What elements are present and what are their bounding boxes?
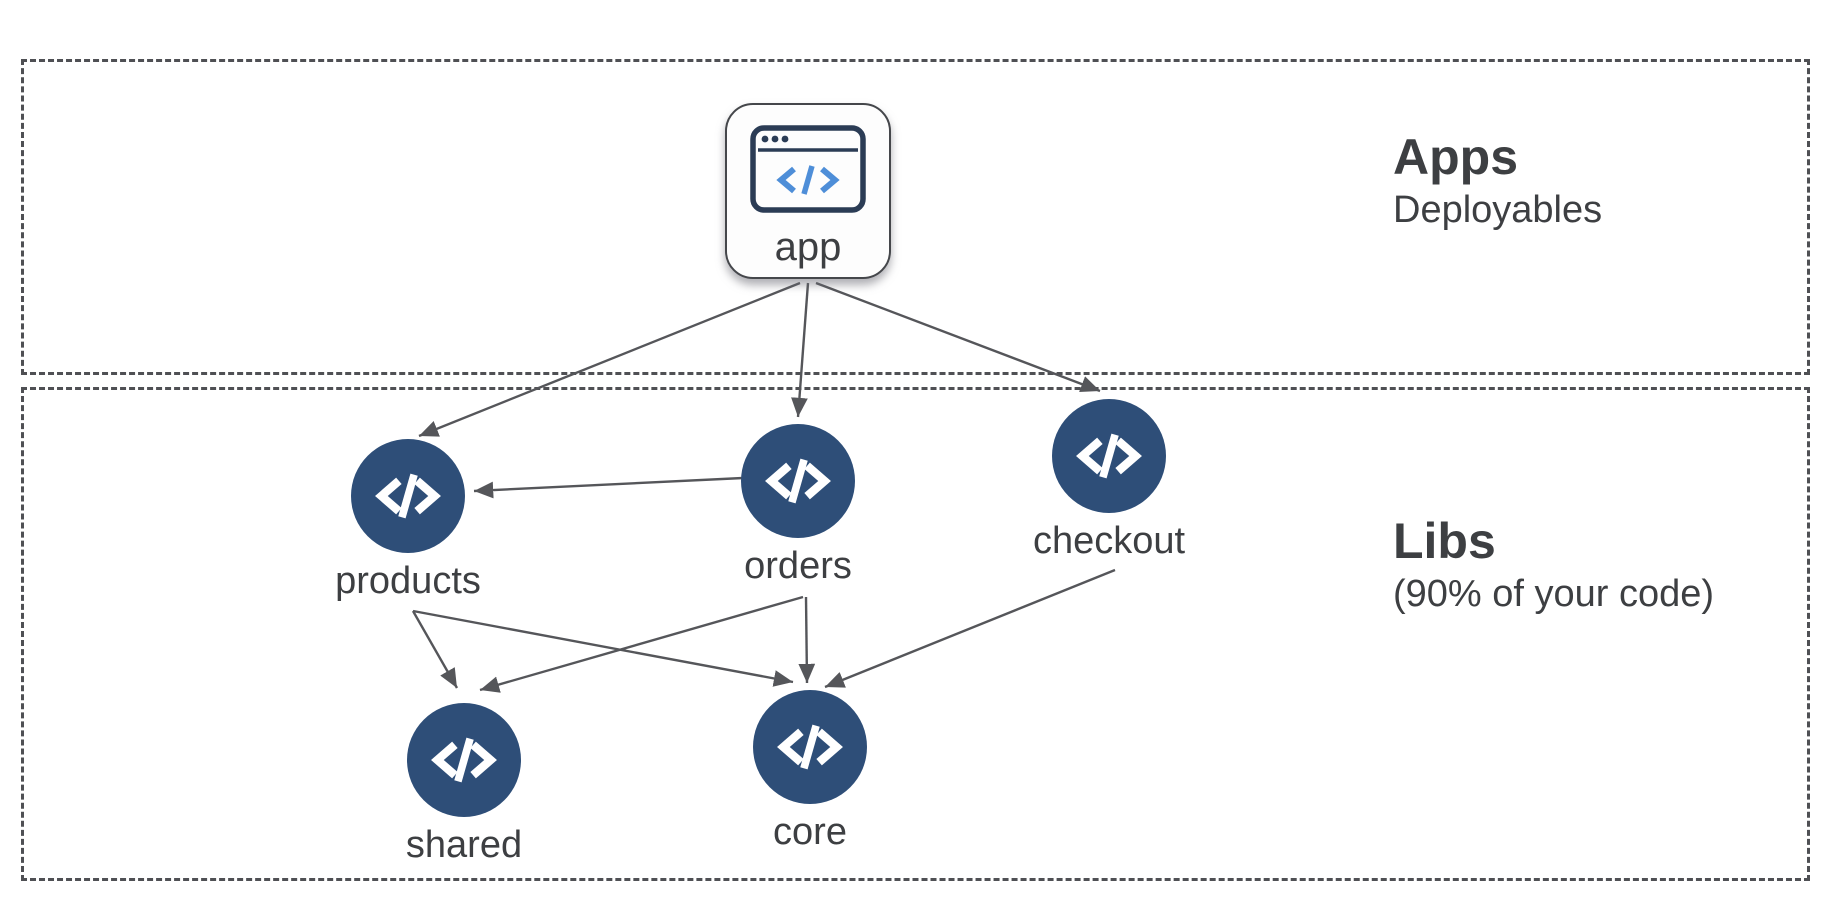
libs-section-label: Libs (90% of your code) — [1393, 512, 1714, 617]
node-label-app: app — [774, 225, 842, 269]
node-core: core — [700, 690, 920, 855]
code-circle-icon — [407, 703, 521, 817]
browser-code-icon — [750, 125, 866, 213]
node-shared: shared — [354, 703, 574, 868]
node-products: products — [298, 439, 518, 604]
code-circle-icon — [741, 424, 855, 538]
node-label-core: core — [773, 811, 847, 853]
node-label-checkout: checkout — [1032, 520, 1186, 562]
node-label-orders: orders — [744, 545, 852, 587]
node-orders: orders — [688, 424, 908, 589]
node-label-products: products — [335, 560, 481, 602]
apps-section-label: Apps Deployables — [1393, 128, 1602, 233]
code-circle-icon — [753, 690, 867, 804]
libs-subtitle: (90% of your code) — [1393, 573, 1715, 615]
libs-title: Libs — [1393, 513, 1496, 569]
node-checkout: checkout — [999, 399, 1219, 564]
apps-subtitle: Deployables — [1393, 189, 1603, 231]
code-circle-icon — [1052, 399, 1166, 513]
apps-title: Apps — [1393, 129, 1518, 185]
node-label-shared: shared — [405, 824, 523, 866]
code-circle-icon — [351, 439, 465, 553]
node-app: app — [725, 103, 891, 279]
